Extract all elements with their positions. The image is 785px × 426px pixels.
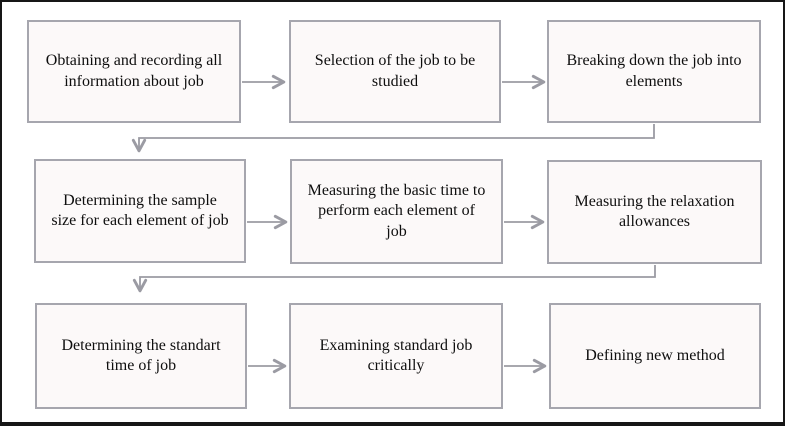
step-determining-standard-time: Determining the standart time of job <box>35 303 247 409</box>
step-examining-standard-job: Examining standard job critically <box>289 303 503 409</box>
step-label: Selection of the job to be studied <box>314 52 476 90</box>
step-label: Defining new method <box>585 346 725 364</box>
step-label: Examining standard job critically <box>319 336 473 374</box>
step-measuring-relaxation-allowances: Measuring the relaxation allowances <box>547 160 762 264</box>
step-label: Measuring the relaxation allowances <box>574 192 735 230</box>
step-label: Determining the standart time of job <box>61 336 221 374</box>
step-label: Obtaining and recording all information … <box>45 52 223 90</box>
step-label: Breaking down the job into elements <box>566 52 742 90</box>
step-defining-new-method: Defining new method <box>549 303 761 409</box>
step-selection-of-job: Selection of the job to be studied <box>289 20 501 123</box>
step-obtaining-information: Obtaining and recording all information … <box>27 20 241 123</box>
step-determining-sample-size: Determining the sample size for each ele… <box>34 159 246 263</box>
step-label: Determining the sample size for each ele… <box>51 191 229 229</box>
step-label: Measuring the basic time to perform each… <box>307 181 486 240</box>
step-measuring-basic-time: Measuring the basic time to perform each… <box>290 159 503 264</box>
step-breaking-down-job: Breaking down the job into elements <box>547 20 761 123</box>
arrow-step6-step7-elbow <box>132 265 656 293</box>
arrow-step3-step4-elbow <box>131 124 655 153</box>
